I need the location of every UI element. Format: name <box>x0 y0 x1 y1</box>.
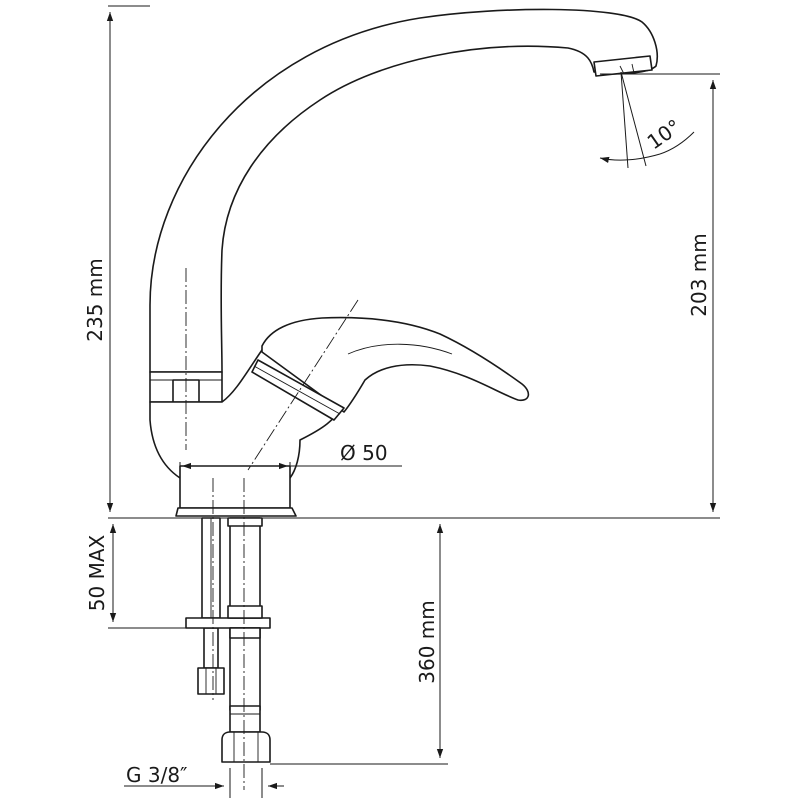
spout-height-label: 203 mm <box>687 233 711 317</box>
connection-nut <box>221 731 271 763</box>
lever-handle <box>261 316 530 413</box>
aerator <box>593 55 653 77</box>
spout-angle-label: 10° <box>643 114 686 154</box>
braided-hose-lower <box>229 627 261 711</box>
mounting-plate <box>185 617 271 629</box>
deck-thickness-label: 50 MAX <box>85 534 109 611</box>
dimension-base-diameter: Ø 50 <box>179 441 402 470</box>
total-height-label: 235 mm <box>83 258 107 342</box>
dimension-total-height: 235 mm <box>83 5 150 512</box>
thread-label: G 3/8″ <box>126 763 188 787</box>
dimension-thread: G 3/8″ <box>124 763 284 798</box>
under-deck-assembly <box>185 478 271 790</box>
dimension-spout-height: 203 mm <box>600 73 720 512</box>
hose-length-label: 360 mm <box>415 600 439 684</box>
base-plate <box>175 507 297 517</box>
braided-hose-upper <box>229 517 261 619</box>
hose-ferrule <box>229 705 261 733</box>
base <box>179 465 291 509</box>
faucet-body <box>149 8 658 517</box>
base-diameter-label: Ø 50 <box>340 441 388 465</box>
fixing-nut <box>197 667 225 695</box>
dimension-hose-length: 360 mm <box>270 524 448 765</box>
spout <box>149 8 658 373</box>
dimension-spout-angle: 10° <box>599 71 695 169</box>
cartridge-cap <box>251 359 345 421</box>
dimension-deck-thickness: 50 MAX <box>85 524 186 629</box>
